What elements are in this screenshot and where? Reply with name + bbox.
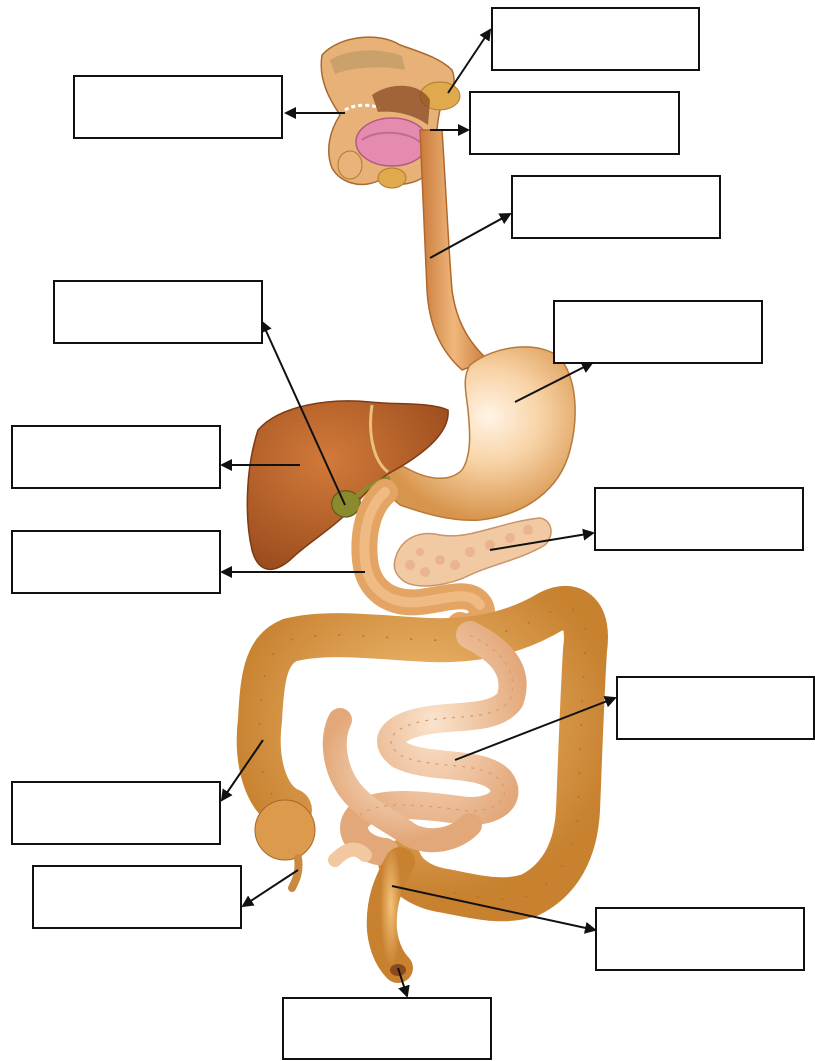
label-box-duodenum[interactable] xyxy=(11,530,221,594)
label-box-esophagus[interactable] xyxy=(511,175,721,239)
label-box-gallbladder[interactable] xyxy=(53,280,263,344)
label-box-pancreas[interactable] xyxy=(594,487,804,551)
label-box-large-intestine[interactable] xyxy=(11,781,221,845)
rectum-shape xyxy=(382,862,400,968)
esophagus-shape xyxy=(420,130,488,370)
label-box-anus[interactable] xyxy=(282,997,492,1060)
label-box-small-intestine[interactable] xyxy=(616,676,815,740)
tongue-shape xyxy=(356,118,428,166)
leader-salivary-gland xyxy=(448,30,490,93)
label-box-stomach[interactable] xyxy=(553,300,763,364)
label-box-salivary-gland[interactable] xyxy=(491,7,700,71)
label-box-mouth[interactable] xyxy=(73,75,283,139)
label-box-liver[interactable] xyxy=(11,425,221,489)
label-box-appendix[interactable] xyxy=(32,865,242,929)
label-box-pharynx[interactable] xyxy=(469,91,680,155)
label-box-rectum[interactable] xyxy=(595,907,805,971)
